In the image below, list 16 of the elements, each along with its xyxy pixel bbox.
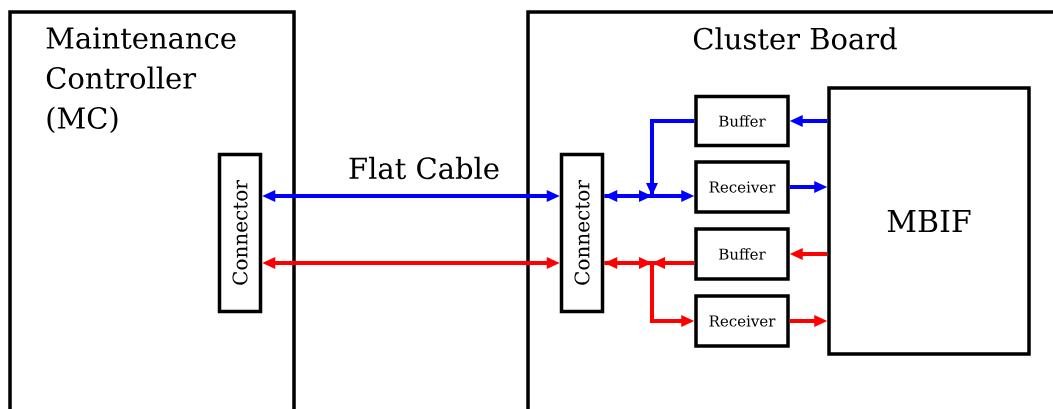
arrow [262,190,560,202]
block-box: Receiver [694,160,790,214]
arrow [789,115,828,127]
arrow [262,257,560,269]
arrow [789,248,828,260]
interface-box: MBIF [827,86,1031,356]
edge-label: Flat Cable [347,155,501,181]
arrow [789,181,828,193]
block-box: Receiver [694,294,790,348]
block-box: Buffer [694,94,790,148]
arrow [604,257,695,327]
block-box: Buffer [694,227,790,281]
arrow [604,190,695,202]
arrow [789,315,828,327]
connector-box: Connector [217,152,263,314]
connector-box: Connector [559,152,605,314]
